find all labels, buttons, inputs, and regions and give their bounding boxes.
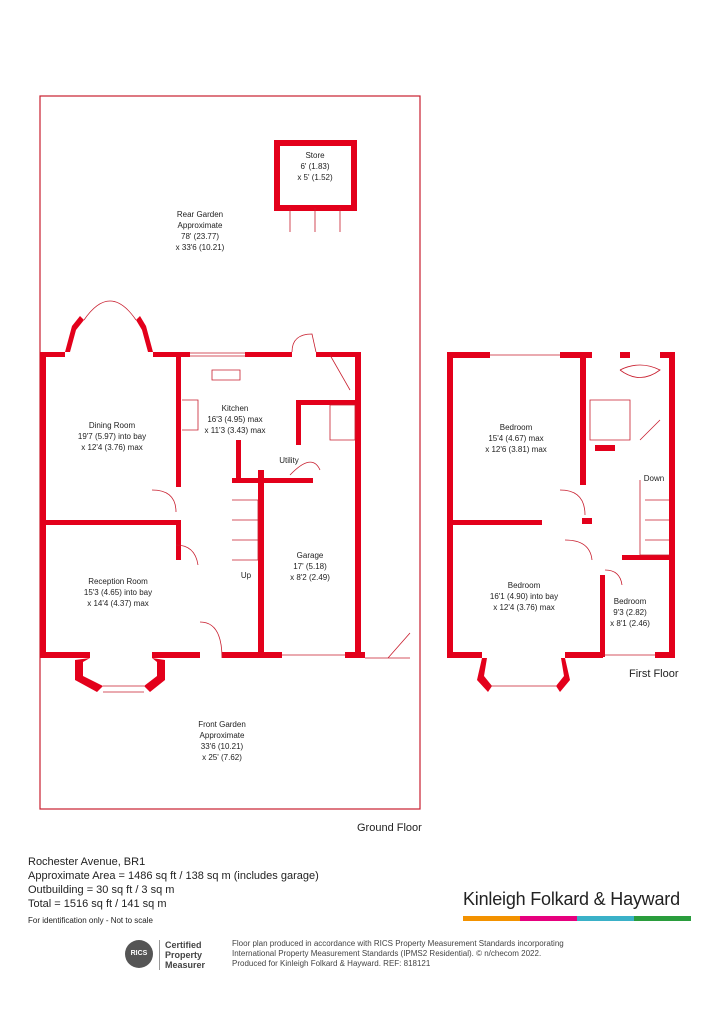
garage-dim2: x 8'2 (2.49) — [290, 573, 330, 582]
garage-name: Garage — [297, 551, 324, 560]
rear-garden-dim2: 78' (23.77) — [181, 232, 219, 241]
bedroom1-dim1: 15'4 (4.67) max — [488, 434, 543, 443]
brand-bar-orange — [463, 916, 520, 921]
dining-name: Dining Room — [89, 421, 136, 430]
footer-line1: Floor plan produced in accordance with R… — [232, 939, 564, 948]
front-garden-dim3: x 25' (7.62) — [202, 753, 242, 762]
ground-floor-lines — [83, 300, 411, 693]
bedroom2-dim2: x 12'4 (3.76) max — [493, 603, 555, 612]
address: Rochester Avenue, BR1 — [28, 856, 146, 868]
store-dim1: 6' (1.83) — [300, 162, 329, 171]
rear-garden-dim1: Approximate — [178, 221, 223, 230]
bedroom1-dim2: x 12'6 (3.81) max — [485, 445, 547, 454]
rear-garden-dim3: x 33'6 (10.21) — [176, 243, 225, 252]
ground-floor-walls — [40, 316, 365, 692]
kitchen-dim1: 16'3 (4.95) max — [207, 415, 262, 424]
garage-dim1: 17' (5.18) — [293, 562, 327, 571]
identification-note: For identification only - Not to scale — [28, 916, 153, 925]
property-info: Rochester Avenue, BR1 Approximate Area =… — [28, 855, 319, 928]
kitchen-name: Kitchen — [222, 404, 249, 413]
bedroom2-dim1: 16'1 (4.90) into bay — [490, 592, 558, 601]
bedroom2-name: Bedroom — [508, 581, 541, 590]
front-garden-name: Front Garden — [198, 720, 246, 729]
utility-name: Utility — [279, 456, 299, 465]
stairs-up-label: Up — [241, 571, 252, 580]
footer-line2: International Property Measurement Stand… — [232, 949, 542, 958]
approximate-area: Approximate Area = 1486 sq ft / 138 sq m… — [28, 870, 319, 882]
rics-certification: Certified Property Measurer — [159, 940, 205, 970]
rics-seal-icon: RICS — [125, 940, 153, 968]
kitchen-dim2: x 11'3 (3.43) max — [205, 426, 266, 435]
room-labels: Store 6' (1.83) x 5' (1.52) Rear Garden … — [78, 151, 664, 762]
stairs-down-label: Down — [644, 474, 664, 483]
dining-dim2: x 12'4 (3.76) max — [81, 443, 143, 452]
first-floor-lines — [488, 354, 669, 687]
ground-floor-label: Ground Floor — [357, 822, 422, 834]
rics-line1: Certified — [165, 940, 202, 950]
reception-dim2: x 14'4 (4.37) max — [87, 599, 149, 608]
outbuilding-area: Outbuilding = 30 sq ft / 3 sq m — [28, 884, 175, 896]
dining-dim1: 19'7 (5.97) into bay — [78, 432, 146, 441]
reception-dim1: 15'3 (4.65) into bay — [84, 588, 152, 597]
front-garden-dim2: 33'6 (10.21) — [201, 742, 244, 751]
brand-bar-teal — [577, 916, 634, 921]
rics-line3: Measurer — [165, 960, 206, 970]
footer-text: Floor plan produced in accordance with R… — [232, 939, 612, 969]
bedroom3-dim2: x 8'1 (2.46) — [610, 619, 650, 628]
footer-line3: Produced for Kinleigh Folkard & Hayward.… — [232, 959, 431, 968]
bedroom1-name: Bedroom — [500, 423, 533, 432]
first-floor-label: First Floor — [629, 668, 679, 680]
brand-bar-green — [634, 916, 691, 921]
rear-garden-name: Rear Garden — [177, 210, 223, 219]
bedroom3-dim1: 9'3 (2.82) — [613, 608, 647, 617]
rics-badge: RICS Certified Property Measurer — [125, 940, 225, 972]
rics-line2: Property — [165, 950, 203, 960]
brand-name: Kinleigh Folkard & Hayward — [463, 889, 680, 909]
first-floor-walls — [447, 352, 675, 692]
bedroom3-name: Bedroom — [614, 597, 647, 606]
reception-name: Reception Room — [88, 577, 148, 586]
store-outline — [274, 140, 357, 232]
store-dim2: x 5' (1.52) — [297, 173, 333, 182]
total-area: Total = 1516 sq ft / 141 sq m — [28, 898, 167, 910]
store-name: Store — [305, 151, 325, 160]
brand-bar-pink — [520, 916, 577, 921]
plot-boundary — [39, 95, 421, 810]
front-garden-dim1: Approximate — [200, 731, 245, 740]
